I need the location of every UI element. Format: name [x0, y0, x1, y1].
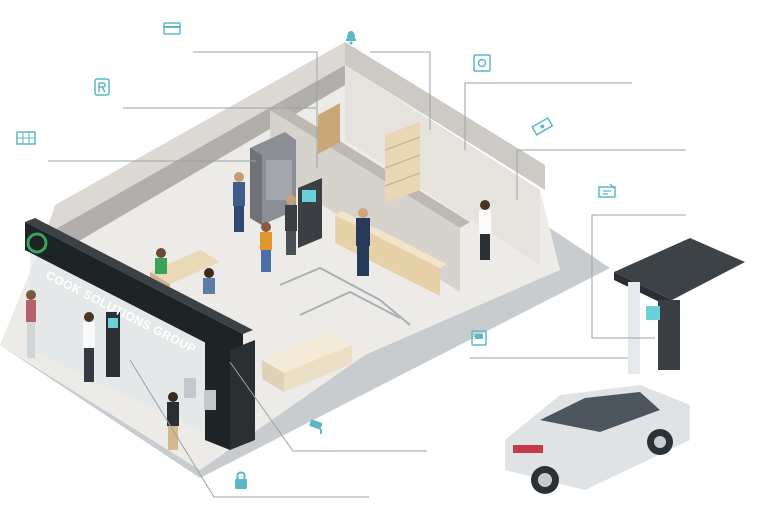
card-reader-icon[interactable]: [161, 18, 183, 40]
safe-icon[interactable]: [471, 52, 493, 74]
callout-lines: [48, 51, 686, 498]
drive-up-label: Dri: [496, 323, 515, 338]
video-label: Vi: [336, 412, 349, 427]
alarm-bell-icon[interactable]: [340, 25, 362, 47]
locker-icon[interactable]: [15, 127, 37, 149]
camera-icon[interactable]: [306, 415, 328, 437]
drive-up-canopy: [614, 238, 745, 374]
recycler-icon[interactable]: [91, 76, 113, 98]
cash-icon[interactable]: [531, 115, 553, 137]
lock-icon[interactable]: [230, 469, 252, 491]
receipt-icon[interactable]: [596, 180, 618, 202]
drive-up-atm-icon[interactable]: [468, 327, 490, 349]
people: [26, 172, 491, 450]
car: [505, 385, 690, 494]
